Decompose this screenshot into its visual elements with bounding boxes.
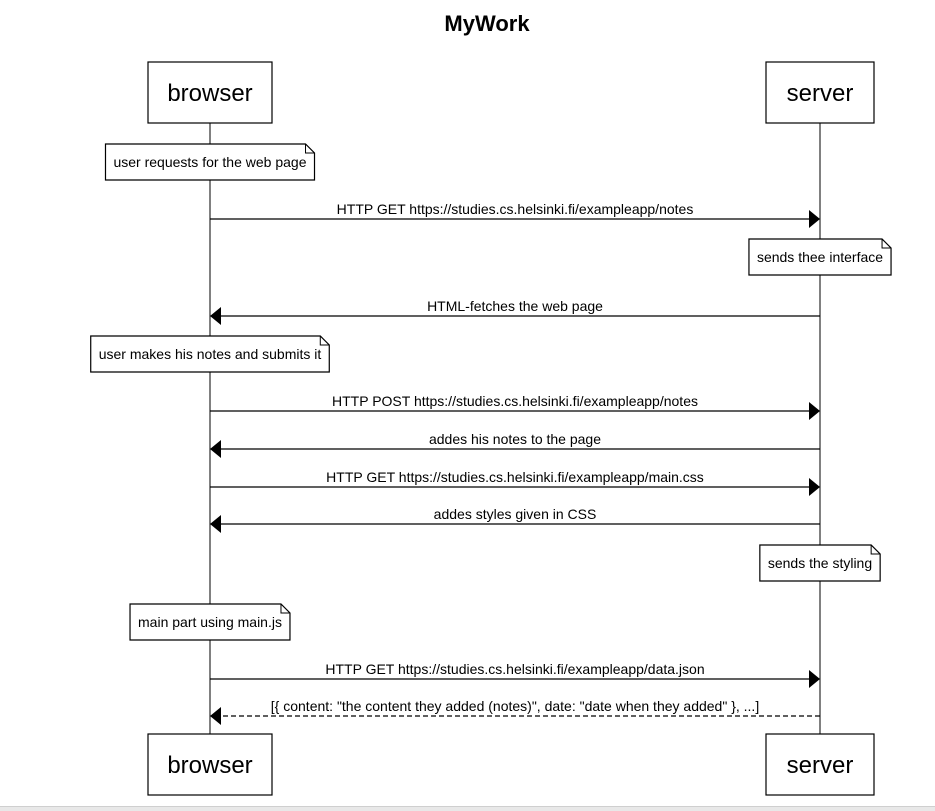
arrowhead (809, 402, 820, 420)
note-text: user makes his notes and submits it (99, 346, 322, 362)
message-arrow: HTTP POST https://studies.cs.helsinki.fi… (210, 393, 820, 420)
message-label: HTTP GET https://studies.cs.helsinki.fi/… (326, 469, 704, 485)
note-box (129, 603, 291, 641)
actor-browser-top-label: browser (167, 80, 252, 107)
message-label: addes styles given in CSS (434, 506, 597, 522)
note-fold (319, 336, 330, 346)
message-arrow: HTTP GET https://studies.cs.helsinki.fi/… (210, 661, 820, 688)
actor-browser-top: browser (147, 61, 273, 124)
message-arrow: addes his notes to the page (210, 431, 820, 458)
arrowhead (210, 307, 221, 325)
message-label: HTTP GET https://studies.cs.helsinki.fi/… (337, 201, 694, 217)
message-label: [{ content: "the content they added (not… (271, 698, 759, 714)
note-text: user requests for the web page (113, 154, 306, 170)
message-arrow: HTTP GET https://studies.cs.helsinki.fi/… (210, 469, 820, 496)
arrowhead (210, 515, 221, 533)
note-browser: main part using main.js (129, 603, 291, 641)
note-browser: user requests for the web page (104, 143, 316, 181)
message-arrow: addes styles given in CSS (210, 506, 820, 533)
note-browser: user makes his notes and submits it (90, 335, 330, 373)
note-server: sends thee interface (748, 238, 892, 276)
message-label: HTTP GET https://studies.cs.helsinki.fi/… (325, 661, 704, 677)
actor-browser-bottom-label: browser (167, 752, 252, 779)
actor-server-top: server (765, 61, 875, 124)
note-fold (280, 604, 290, 614)
arrowhead (809, 670, 820, 688)
note-box (759, 544, 881, 582)
message-arrow: [{ content: "the content they added (not… (210, 698, 820, 725)
actor-browser-bottom: browser (147, 733, 273, 796)
note-fold (881, 239, 892, 249)
arrowhead (210, 440, 221, 458)
arrowhead (809, 478, 820, 496)
note-text: sends thee interface (757, 249, 883, 265)
note-fold (305, 144, 315, 154)
actor-server-bottom-label: server (787, 752, 854, 779)
note-box (748, 238, 892, 276)
message-label: addes his notes to the page (429, 431, 601, 447)
window-bottom-edge (0, 806, 935, 811)
message-label: HTML-fetches the web page (427, 298, 603, 314)
note-server: sends the styling (759, 544, 881, 582)
message-arrow: HTML-fetches the web page (210, 298, 820, 325)
note-text: sends the styling (768, 555, 872, 571)
message-label: HTTP POST https://studies.cs.helsinki.fi… (332, 393, 698, 409)
arrowhead (809, 210, 820, 228)
note-fold (870, 545, 881, 555)
note-box (90, 335, 330, 373)
message-arrow: HTTP GET https://studies.cs.helsinki.fi/… (210, 201, 820, 228)
note-text: main part using main.js (138, 614, 282, 630)
actor-server-top-label: server (787, 80, 854, 107)
arrowhead (210, 707, 221, 725)
diagram-title: MyWork (444, 11, 530, 36)
note-box (104, 143, 316, 181)
actor-server-bottom: server (765, 733, 875, 796)
